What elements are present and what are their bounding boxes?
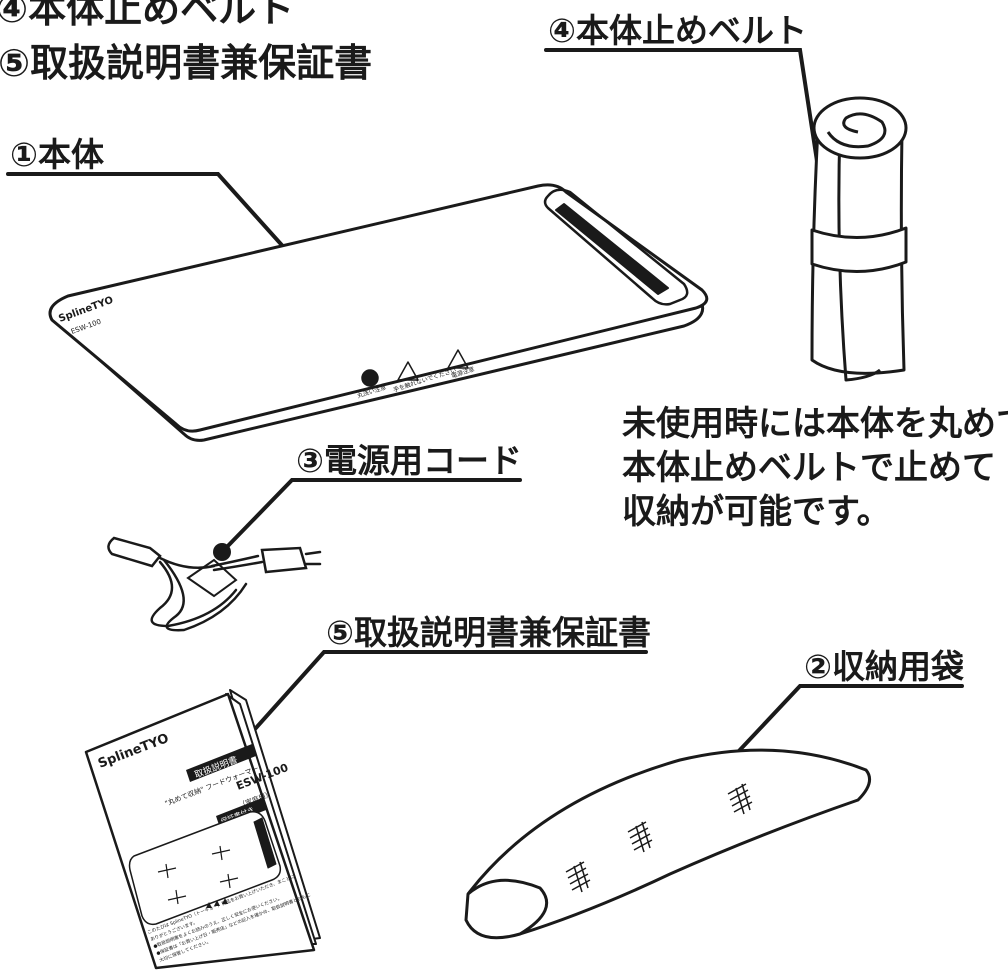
power-cord — [107, 536, 322, 632]
main-unit-surface — [48, 183, 709, 433]
label-power-cord: ③電源用コード — [296, 441, 522, 480]
roll-top — [812, 96, 908, 160]
hand-warning-icon — [397, 361, 419, 381]
dot-power-cord — [213, 543, 231, 561]
leader-power-cord — [220, 478, 522, 554]
bag-body — [464, 748, 872, 940]
manual-device-slot — [253, 817, 277, 869]
leader-main-unit — [6, 172, 308, 274]
rolled-unit — [810, 96, 908, 382]
bag-opening — [467, 878, 549, 936]
main-unit: SplineTYO ESW-100 丸洗い注意 手を触れないでください 電源注意 — [48, 183, 709, 442]
storage-note: 未使用時には本体を丸めて 本体止めベルトで止めて 収納が可能です。 — [622, 402, 1008, 534]
cord-plug — [260, 546, 308, 574]
main-unit-edge — [51, 295, 705, 442]
bag-stitches — [565, 783, 753, 893]
roll-belt — [810, 226, 908, 273]
roll-spiral — [826, 112, 887, 149]
power-warning-icon — [447, 349, 469, 369]
manual-device-drawing — [128, 811, 282, 926]
manual-device-guides — [157, 845, 239, 905]
roll-flap — [837, 129, 881, 382]
label-manual: ⑤取扱説明書兼保証書 — [326, 613, 651, 652]
manual-band-title-bg — [186, 744, 256, 782]
wash-warning-icon — [361, 369, 379, 387]
panel-icons — [361, 349, 469, 387]
heading-line-1: ④本体止めベルト — [0, 0, 295, 31]
main-unit-slot-outer — [543, 188, 689, 306]
manual: SplineTYO 取扱説明書 "丸めて収納" フードウォーマー ESW-100… — [84, 689, 321, 970]
cord-connector — [107, 536, 162, 568]
main-unit-slot-inner — [555, 203, 669, 295]
label-belt: ④本体止めベルト — [548, 11, 807, 50]
storage-note-line-3: 収納が可能です。 — [622, 492, 891, 532]
label-main-unit: ①本体 — [10, 135, 104, 174]
heading-line-2: ⑤取扱説明書兼保証書 — [0, 41, 373, 85]
storage-note-line-2: 本体止めベルトで止めて — [622, 448, 996, 488]
storage-bag — [464, 748, 872, 940]
leader-manual — [236, 650, 648, 750]
storage-note-line-1: 未使用時には本体を丸めて — [622, 404, 1008, 444]
label-storage-bag: ②収納用袋 — [804, 647, 964, 686]
